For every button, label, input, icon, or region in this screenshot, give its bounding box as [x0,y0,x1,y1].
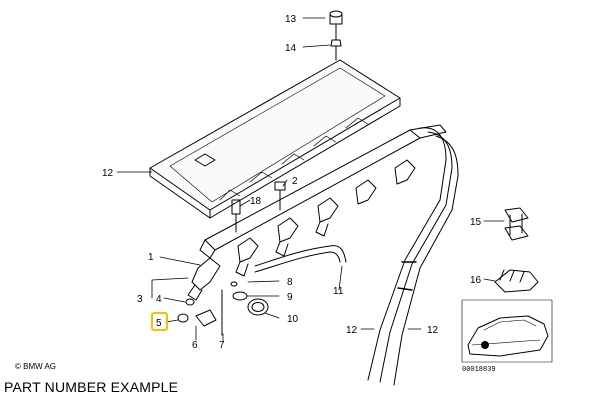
callout-6: 6 [192,340,198,351]
callout-12-left: 12 [346,325,358,336]
callout-10: 10 [287,314,299,325]
callout-4: 4 [156,294,162,305]
callout-2: 2 [292,176,298,187]
callout-14: 13 [285,14,297,25]
location-dot [481,341,489,349]
engine-cover [149,59,401,219]
callout-1: 1 [148,252,154,263]
bolt-14 [329,10,343,41]
clip-16 [504,207,529,241]
highlight-box [151,312,168,331]
copyright-notice: © BMW AG [15,362,57,371]
injectors [187,159,416,301]
fuel-lines [367,127,459,386]
nut-15 [330,39,342,61]
callout-17: 16 [470,275,482,286]
car-thumbnail [461,299,553,363]
callout-16: 15 [470,217,482,228]
callout-12-right: 12 [427,325,439,336]
callout-8: 8 [287,277,293,288]
callout-9: 9 [287,292,293,303]
callout-15: 14 [285,43,297,54]
small-parts [177,181,286,336]
callout-5: 5 [156,318,162,329]
clip-17 [494,269,539,293]
caption: PART NUMBER EXAMPLE [4,379,179,395]
callout-18: 18 [250,196,262,207]
reference-code: 00018839 [462,366,496,374]
callout-3: 3 [137,294,143,305]
callout-7: 7 [219,340,225,351]
callout-13: 12 [102,168,114,179]
vacuum-hose [254,245,347,273]
callout-11: 11 [333,286,344,297]
